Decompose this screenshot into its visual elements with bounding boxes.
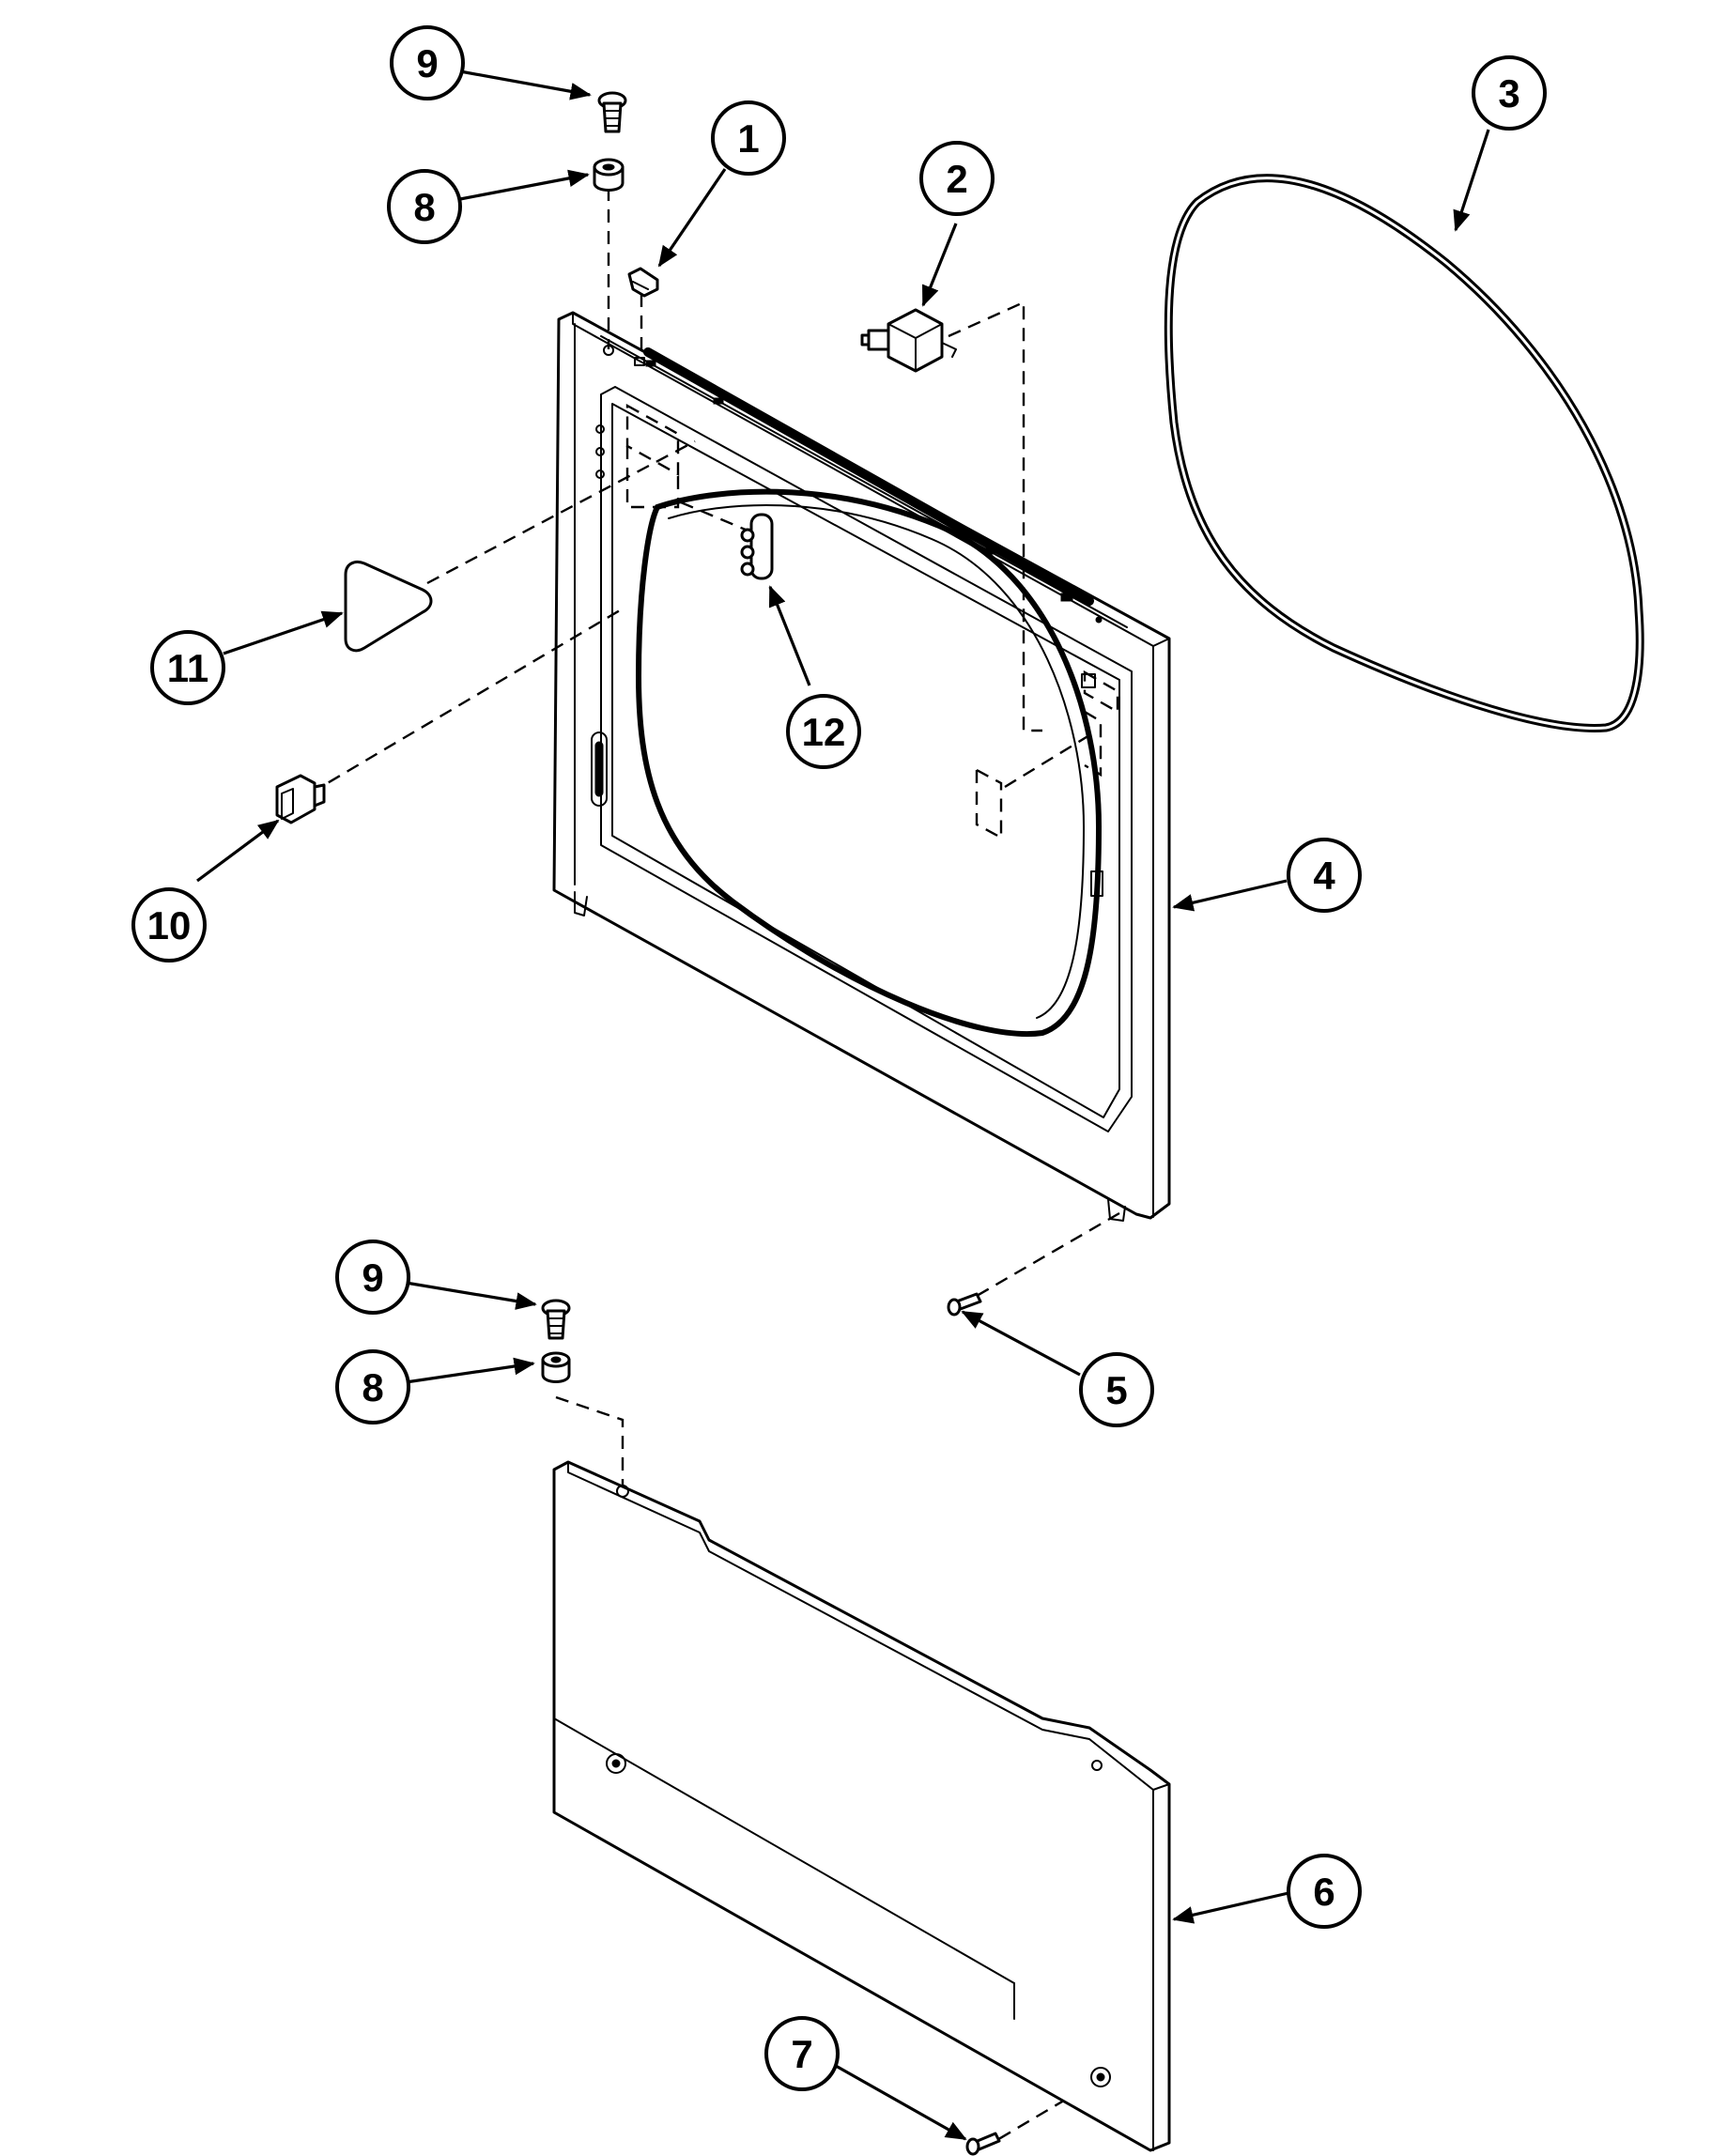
callout-12: 12 (786, 694, 861, 769)
screw-part-7 (965, 2132, 1001, 2156)
callout-1: 1 (711, 100, 786, 176)
door-latch-part-10 (275, 774, 326, 824)
callout-11: 11 (150, 630, 225, 705)
callout-label: 4 (1313, 854, 1335, 898)
callout-10: 10 (131, 887, 207, 962)
callout-label: 3 (1498, 71, 1519, 116)
callout-label: 5 (1105, 1368, 1127, 1412)
screw-part-9-top (597, 91, 627, 133)
callout-2: 2 (919, 141, 995, 216)
lower-panel-part-6 (552, 1460, 1171, 2152)
leader-lines (196, 69, 1490, 2141)
callout-9-top: 9 (390, 25, 465, 100)
grommet-part-8-bottom (541, 1351, 571, 1383)
callout-label: 1 (737, 116, 759, 161)
callout-5: 5 (1079, 1352, 1154, 1427)
callout-label: 12 (802, 710, 846, 754)
callout-label: 7 (791, 2032, 812, 2076)
callout-label: 9 (416, 41, 438, 85)
callout-4: 4 (1287, 838, 1362, 913)
callout-label: 8 (413, 185, 435, 229)
front-panel-part-4 (552, 311, 1171, 1222)
screw-part-5 (947, 1292, 982, 1317)
switch-part-2 (860, 308, 957, 373)
door-gasket-part-3 (1164, 174, 1644, 732)
callout-label: 6 (1313, 1870, 1334, 1914)
callout-label: 9 (362, 1255, 383, 1300)
callout-3: 3 (1472, 55, 1547, 131)
cam-part-12 (740, 513, 774, 580)
callout-7: 7 (764, 2016, 840, 2091)
callout-label: 8 (362, 1365, 383, 1409)
callout-6: 6 (1287, 1854, 1362, 1929)
hidden-lines (309, 188, 1120, 2143)
callout-label: 10 (147, 903, 192, 947)
callout-8-top: 8 (387, 169, 462, 244)
triangle-badge-part-11 (344, 561, 433, 653)
callout-label: 2 (946, 157, 967, 201)
callout-8-bottom: 8 (335, 1349, 410, 1424)
callout-label: 11 (167, 646, 208, 690)
callout-9-bottom: 9 (335, 1240, 410, 1315)
screw-part-9-bottom (541, 1299, 571, 1340)
grommet-part-8-top (593, 158, 625, 192)
clip-part-1 (627, 267, 659, 298)
